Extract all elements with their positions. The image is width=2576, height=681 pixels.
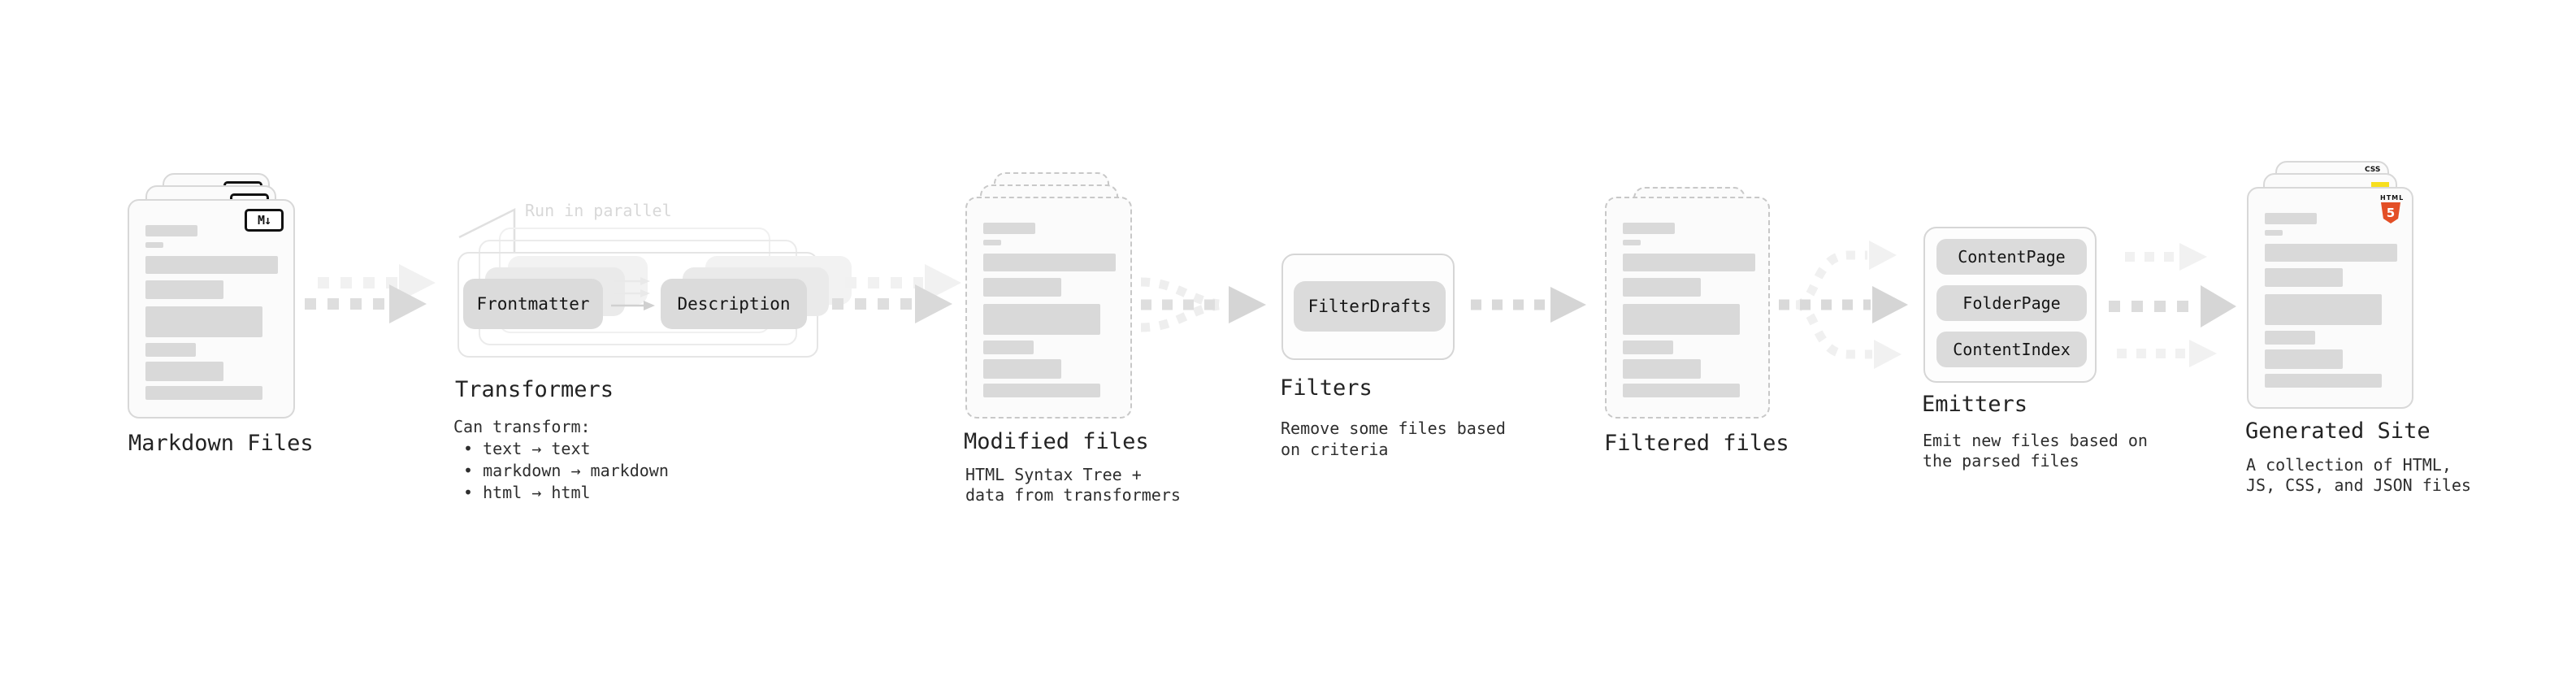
text-line-bar [2265, 349, 2343, 369]
text-line-bar [983, 240, 1001, 245]
emitters-description-line: Emit new files based on [1923, 431, 2148, 450]
text-line-bar [145, 256, 278, 274]
filters-description-line: Remove some files based [1281, 419, 1506, 438]
filters-container: FilterDrafts [1281, 254, 1455, 360]
stage-label-modified-files: Modified files [964, 429, 1149, 454]
transformer-pill-description: Description [661, 279, 807, 329]
flow-arrow-modified-to-filters [1140, 277, 1266, 332]
flow-arrow-emitter-bottom [2117, 340, 2217, 367]
text-line-bar [145, 242, 163, 248]
modified-file-card-front [965, 197, 1132, 419]
flow-arrow-filters-to-filtered [1471, 287, 1586, 323]
text-line-bar [2265, 230, 2283, 236]
transformer-pill-frontmatter: Frontmatter [463, 279, 603, 329]
emitter-pill-contentpage: ContentPage [1936, 239, 2087, 275]
flow-arrow-markdown-to-transformers [305, 264, 436, 323]
text-line-bar [1623, 240, 1641, 245]
emitter-pill-contentindex: ContentIndex [1936, 332, 2087, 367]
markdown-icon: M↓ [245, 209, 284, 232]
pill-to-pill-arrows [611, 277, 655, 310]
emitters-container: ContentPage FolderPage ContentIndex [1923, 227, 2097, 383]
text-line-bar [983, 223, 1035, 234]
stage-label-filtered-files: Filtered files [1604, 431, 1789, 456]
text-line-bar [983, 340, 1034, 354]
text-line-bar [2265, 294, 2382, 325]
transformers-note-heading: Can transform: [453, 417, 591, 436]
text-line-bar [145, 386, 262, 400]
stage-label-emitters: Emitters [1922, 392, 2028, 417]
text-line-bar [983, 304, 1100, 335]
text-line-bar [2265, 244, 2397, 262]
text-line-bar [145, 225, 197, 236]
parallel-note: Run in parallel [525, 201, 672, 220]
filters-description-line: on criteria [1281, 440, 1389, 459]
transformers-note-bullet: • text → text [463, 439, 591, 458]
text-line-bar [1623, 223, 1675, 234]
text-line-bar [1623, 359, 1701, 379]
text-line-bar [1623, 304, 1740, 335]
text-line-bar [2265, 268, 2343, 287]
html5-icon-shield: 5 [2381, 202, 2400, 223]
flow-arrow-emitter-top [2125, 243, 2207, 271]
flow-arrow-emitter-middle [2109, 285, 2236, 327]
css-icon-label: CSS [2365, 166, 2381, 174]
text-line-bar [2265, 331, 2315, 345]
text-line-bar [2265, 213, 2317, 224]
stage-label-generated-site: Generated Site [2245, 419, 2431, 444]
filter-pill-filterdrafts: FilterDrafts [1294, 281, 1446, 332]
text-line-bar [983, 384, 1100, 397]
text-line-bar [1623, 340, 1673, 354]
markdown-file-card-front: M↓ [128, 199, 295, 419]
text-line-bar [983, 278, 1061, 297]
stage-label-markdown-files: Markdown Files [128, 431, 314, 456]
modified-description-line: HTML Syntax Tree + [965, 465, 1142, 484]
text-line-bar [145, 362, 223, 381]
text-line-bar [2265, 374, 2382, 388]
filtered-file-card-front [1605, 197, 1770, 419]
emitters-description-line: the parsed files [1923, 451, 2079, 471]
modified-description-line: data from transformers [965, 485, 1181, 505]
html5-icon-word: HTML [2380, 194, 2405, 202]
flow-arrow-filtered-to-emitters [1779, 241, 1908, 369]
text-line-bar [145, 280, 223, 299]
generated-description-line: JS, CSS, and JSON files [2246, 475, 2471, 495]
text-line-bar [145, 306, 262, 337]
text-line-bar [983, 254, 1116, 271]
text-line-bar [1623, 384, 1740, 397]
emitter-pill-folderpage: FolderPage [1936, 285, 2087, 321]
generated-file-card-html: HTML 5 [2247, 187, 2413, 409]
flow-arrow-transformers-to-modified [832, 264, 961, 323]
transformers-note-bullet: • html → html [463, 483, 591, 502]
stage-label-filters: Filters [1280, 375, 1373, 401]
generated-description-line: A collection of HTML, [2246, 455, 2452, 475]
html5-icon: HTML 5 [2380, 194, 2405, 223]
text-line-bar [1623, 254, 1755, 271]
transformers-note-bullet: • markdown → markdown [463, 461, 669, 480]
text-line-bar [1623, 278, 1701, 297]
text-line-bar [983, 359, 1061, 379]
stage-label-transformers: Transformers [455, 377, 614, 402]
text-line-bar [145, 343, 196, 357]
parallel-note-leader-line [458, 207, 516, 252]
